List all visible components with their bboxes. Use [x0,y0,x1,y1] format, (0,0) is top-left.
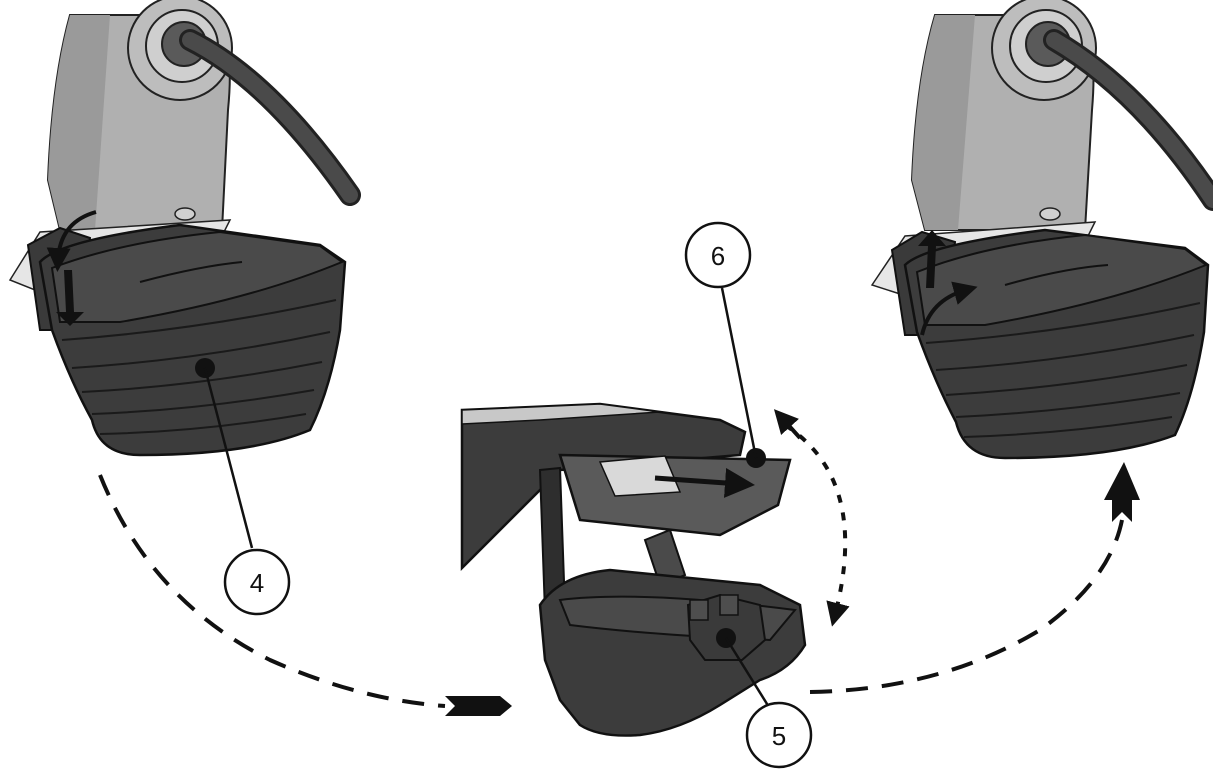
callout-5-label: 5 [772,721,786,751]
unit-right-up-arrow [918,230,946,288]
unit-right-screw-hole [1039,207,1061,221]
unit-right [870,0,1213,460]
unit-middle-slide-arrow [654,467,755,498]
callout-6-leader [720,287,758,459]
unit-middle [460,287,850,737]
callout-4-label: 4 [250,568,264,598]
callout-6-label: 6 [711,241,725,271]
unit-right-rotate-arrow [920,281,978,336]
unit-left [8,0,361,549]
callout-5: 5 [745,701,813,769]
flow-arrowhead-middle-to-right [1104,462,1140,522]
unit-left-down-arrow [56,270,84,326]
unit-middle-filter-pad [598,455,682,497]
unit-middle-swing-arrow [783,423,850,627]
unit-left-rotate-arrow [46,210,97,272]
callout-4: 4 [223,548,291,616]
flow-arrowhead-left-to-middle [445,696,512,716]
callout-4-leader [203,367,254,549]
unit-middle-hinge-right [643,528,687,587]
callout-5-leader [724,637,774,713]
unit-left-stem-shade [48,15,110,230]
callout-6: 6 [684,221,752,289]
unit-left-screw-hole [174,207,196,221]
flow-arrow-middle-to-right [809,519,1124,694]
unit-left-lid [50,230,345,323]
flow-arrow-left-to-middle [98,474,446,708]
